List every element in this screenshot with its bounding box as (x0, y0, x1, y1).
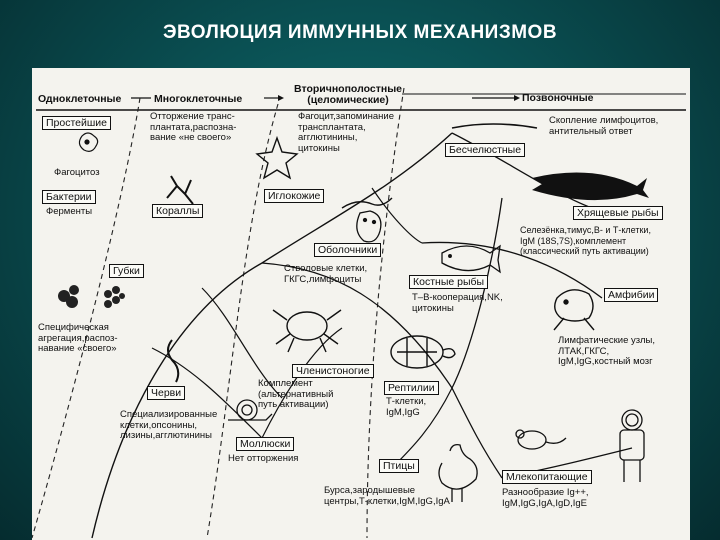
box-protozoa: Простейшие (42, 116, 112, 130)
tunicate-icon (356, 210, 382, 243)
note-specific-aggregation: Специфическая агрегация,распоз- навание … (38, 322, 118, 354)
box-echinoderms: Иглокожие (264, 189, 325, 203)
starfish-icon (255, 135, 299, 180)
crab-icon (272, 309, 342, 353)
note-ig-diversity: Разнообразие Ig++, IgM,IgG,IgA,IgD,IgE (502, 487, 589, 509)
rooster-icon (438, 443, 478, 502)
box-tunicates: Оболочники (314, 243, 382, 257)
box-birds: Птицы (379, 459, 419, 473)
tree-branch-lower (261, 262, 453, 389)
note-phagocytosis: Фагоцитоз (54, 167, 100, 178)
note-lymph-nodes: Лимфатические узлы, ЛТАК,ГКГС, IgM,IgG,к… (558, 335, 655, 367)
box-sponges: Губки (109, 264, 144, 278)
header-vertebrates: Позвоночные (522, 92, 594, 104)
header-secondary-cavity: Вторичнополостные (целомические) (294, 83, 403, 106)
note-tb-cooperation: Т–В-кооперация,NK, цитокины (412, 292, 503, 314)
tree-branch-arthropods (201, 287, 283, 399)
note-lymphocyte-cluster: Скопление лимфоцитов, антительный ответ (549, 115, 659, 137)
coral-icon (166, 175, 194, 205)
mouse-icon (515, 429, 567, 450)
box-amphibians: Амфибии (604, 288, 659, 302)
note-no-rejection: Нет отторжения (228, 453, 299, 464)
snail-icon (228, 399, 273, 421)
box-agnatha: Бесчелюстные (445, 143, 526, 157)
fish-icon (441, 244, 501, 274)
diagram-panel: Одноклеточные Многоклеточные Вторичнопол… (32, 68, 690, 540)
header-multicellular: Многоклеточные (154, 93, 243, 105)
box-bacteria: Бактерии (42, 190, 96, 204)
box-mollusks: Моллюски (236, 437, 295, 451)
box-reptiles: Рептилии (384, 381, 439, 395)
shark-icon (532, 172, 649, 201)
box-arthropods: Членистоногие (292, 364, 374, 378)
worm-eel-icon (341, 197, 393, 209)
note-specialized-cells: Специализированные клетки,опсонины, лизи… (120, 409, 218, 441)
boundary-multi-coelom (206, 103, 279, 539)
note-reptile-cells: Т-клетки, IgM,IgG (386, 396, 427, 418)
tree-branch-cartilaginous (451, 132, 593, 209)
tree-branch-bony (451, 197, 503, 389)
tree-branch-worms (151, 347, 263, 439)
header-arrow-3 (514, 95, 520, 101)
frog-icon (553, 289, 595, 331)
note-bursa: Бурса,зародышевые центры,Т-клетки,IgM,Ig… (324, 485, 450, 507)
slide-title: ЭВОЛЮЦИЯ ИММУННЫХ МЕХАНИЗМОВ (162, 22, 558, 43)
sponge-icon (58, 285, 125, 308)
header-arrow-2 (278, 95, 284, 101)
note-rejection: Отторжение транс- плантата,распозна- ван… (150, 111, 237, 143)
lamprey-icon (451, 123, 538, 129)
tree-main-branch (91, 132, 453, 539)
box-mammals: Млекопитающие (502, 470, 592, 484)
note-stem-cells: Стволовые клетки, ГКГС,лимфоциты (284, 263, 368, 285)
box-corals: Кораллы (152, 204, 204, 218)
tree-branch-amphibians (421, 241, 603, 299)
box-worms: Черви (147, 386, 186, 400)
amoeba-icon (78, 132, 99, 152)
diagram-drawing (32, 87, 686, 539)
turtle-icon (390, 335, 456, 369)
boundary-uni-multi (32, 97, 141, 539)
header-unicellular: Одноклеточные (38, 93, 122, 105)
boundary-vertebrates (366, 87, 405, 539)
note-enzymes: Ферменты (46, 206, 93, 217)
astronaut-icon (619, 409, 645, 482)
note-phagocyte-memory: Фагоцит,запоминание трансплантата, агглю… (298, 111, 395, 154)
note-complement-alt: Комплемент (альтернативный путь активаци… (258, 378, 334, 410)
box-cartilaginous-fish: Хрящевые рыбы (573, 206, 663, 220)
note-spleen-thymus: Селезёнка,тимус,В- и Т-клетки, IgM (18S,… (520, 225, 651, 256)
larva-icon (167, 339, 180, 383)
box-bony-fish: Костные рыбы (409, 275, 489, 289)
